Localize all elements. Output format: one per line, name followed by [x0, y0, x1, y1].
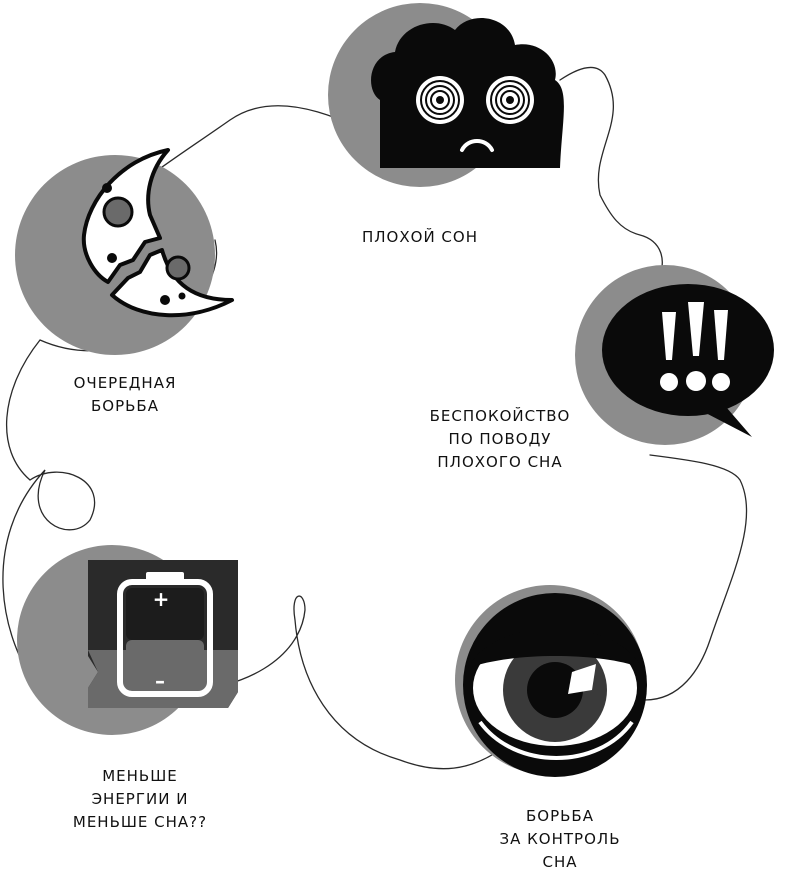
stage-label-less-energy: МЕНЬШЕ ЭНЕРГИИ И МЕНЬШЕ СНА?? — [72, 767, 208, 831]
stage-label-worry: БЕСПОКОЙСТВО ПО ПОВОДУ ПЛОХОГО СНА — [429, 407, 571, 471]
stage-worry — [575, 265, 774, 445]
cracked-moon-icon — [81, 148, 234, 318]
stage-bad-sleep — [328, 3, 564, 187]
stage-label-control-struggle: БОРЬБА ЗА КОНТРОЛЬ СНА — [499, 807, 621, 871]
worried-cloud-icon — [371, 18, 564, 168]
battery-plus-sign: + — [153, 587, 170, 611]
wide-open-eye-icon — [463, 593, 647, 777]
stage-another-struggle — [15, 148, 234, 355]
cycle-connector-line — [2, 66, 748, 770]
stage-label-another-struggle: ОЧЕРЕДНАЯ БОРЬБА — [73, 374, 177, 415]
exclamation-speech-bubble-icon — [602, 284, 774, 437]
stage-control-struggle — [455, 585, 647, 777]
battery-icon — [88, 560, 238, 708]
battery-minus-sign: – — [155, 669, 165, 693]
stage-label-bad-sleep: ПЛОХОЙ СОН — [362, 228, 478, 246]
stage-less-energy: + – — [17, 545, 238, 735]
